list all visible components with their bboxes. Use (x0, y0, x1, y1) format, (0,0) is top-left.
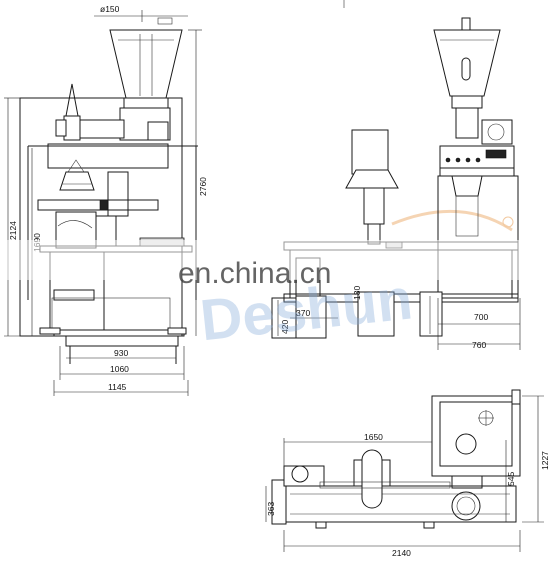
dim-conveyor-length: 1650 (364, 432, 383, 442)
dim-base-inner: 930 (114, 348, 128, 358)
watermark-arc (391, 209, 513, 232)
dim-conveyor-height: 130 (352, 286, 362, 300)
top-conveyor (283, 485, 517, 523)
watermark-site: en.china.cn (178, 257, 331, 290)
dim-total-height: 2760 (198, 177, 208, 196)
dim-base-outer: 1060 (110, 364, 129, 374)
front-nozzle (65, 83, 79, 117)
watermark: Deshun en.china.cn (0, 240, 554, 353)
dim-base-total: 1145 (108, 382, 127, 392)
dim-stand-height: 420 (280, 320, 290, 334)
dim-frame-height: 2124 (8, 221, 18, 240)
dim-frame-depth: 545 (506, 472, 516, 486)
dim-conveyor-width: 363 (266, 502, 276, 516)
front-view: ø150 (4, 4, 208, 396)
watermark-registered-icon (502, 216, 514, 228)
dim-stand-width: 370 (296, 308, 310, 318)
side-view: 420 130 370 700 760 (271, 0, 521, 350)
dim-side-base-outer: 760 (472, 340, 486, 350)
dim-hopper-diameter: ø150 (100, 4, 120, 14)
top-view: 1650 2140 1227 545 363 (265, 389, 550, 558)
dim-total-length: 2140 (392, 548, 411, 558)
dim-side-base-inner: 700 (474, 312, 488, 322)
dim-total-width: 1227 (540, 451, 550, 470)
